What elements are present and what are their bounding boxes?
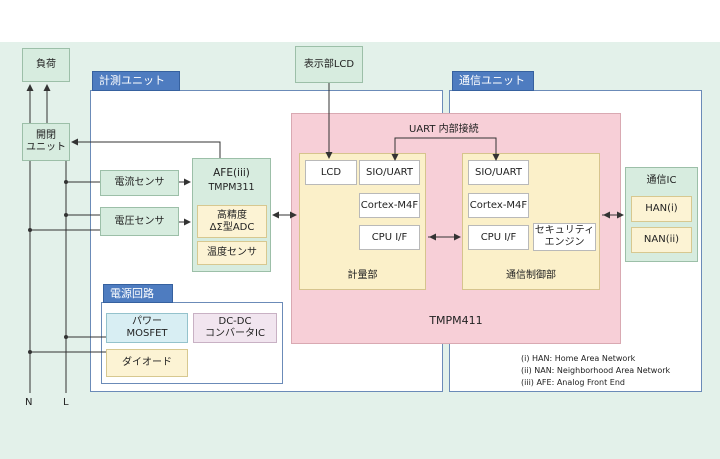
temp-sensor-label: 温度センサ [207, 247, 257, 258]
adc-label-1: 高精度 [217, 209, 247, 221]
comm-unit-tab: 通信ユニット [452, 71, 534, 91]
footnote-afe: (iii) AFE: Analog Front End [521, 378, 625, 387]
comm-sio-box: SIO/UART [468, 160, 529, 185]
display-lcd-box: 表示部LCD [295, 46, 363, 83]
comm-cortex-label: Cortex-M4F [469, 199, 528, 211]
voltage-sensor-label: 電圧センサ [114, 215, 165, 227]
live-line-label: L [63, 397, 69, 408]
comm-cortex-box: Cortex-M4F [468, 193, 529, 218]
display-lcd-label: 表示部LCD [303, 58, 355, 70]
uart-internal-label: UART 内部接続 [409, 124, 479, 135]
load-label: 負荷 [36, 59, 56, 70]
footnote-han: (i) HAN: Home Area Network [521, 354, 636, 363]
power-mosfet-label-2: MOSFET [126, 328, 168, 339]
metering-sio-label: SIO/UART [365, 166, 414, 178]
load-box: 負荷 [22, 48, 70, 82]
switch-unit-label-2: ユニット [26, 142, 66, 153]
security-engine-box: セキュリティ エンジン [533, 223, 596, 251]
comm-cpu-label: CPU I/F [480, 231, 517, 243]
metering-sio-box: SIO/UART [359, 160, 420, 185]
diode-label: ダイオード [122, 357, 172, 368]
han-label: HAN(i) [645, 203, 678, 214]
voltage-sensor-box: 電圧センサ [100, 207, 179, 236]
switch-unit-box: 開閉 ユニット [22, 123, 70, 161]
comm-sio-label: SIO/UART [474, 166, 523, 178]
security-engine-label-1: セキュリティ [534, 225, 595, 236]
nan-box: NAN(ii) [631, 227, 692, 253]
meter-unit-tab: 計測ユニット [92, 71, 180, 91]
tmpm411-label: TMPM411 [429, 314, 483, 327]
power-circuit-tab: 電源回路 [103, 284, 173, 303]
neutral-line-label: N [25, 397, 33, 408]
comm-ic-title: 通信IC [646, 175, 677, 186]
metering-lcd-label: LCD [320, 166, 342, 178]
dcdc-converter-label-1: DC-DC [218, 316, 252, 327]
han-box: HAN(i) [631, 196, 692, 222]
metering-cpu-box: CPU I/F [359, 225, 420, 250]
comm-cpu-box: CPU I/F [468, 225, 529, 250]
afe-chip: TMPM311 [208, 182, 255, 193]
afe-title: AFE(iii) [213, 167, 250, 179]
dcdc-converter-box: DC-DC コンバータIC [193, 313, 277, 343]
metering-cpu-label: CPU I/F [371, 231, 408, 243]
current-sensor-label: 電流センサ [114, 177, 165, 188]
diode-box: ダイオード [106, 349, 188, 377]
dcdc-converter-label-2: コンバータIC [205, 328, 265, 339]
metering-lcd-box: LCD [305, 160, 357, 185]
metering-label: 計量部 [347, 270, 378, 281]
adc-box: 高精度 ΔΣ型ADC [197, 205, 267, 238]
power-mosfet-box: パワー MOSFET [106, 313, 188, 343]
current-sensor-box: 電流センサ [100, 170, 179, 196]
comm-ctrl-label: 通信制御部 [506, 270, 556, 281]
footnote-nan: (ii) NAN: Neighborhood Area Network [521, 366, 671, 375]
security-engine-label-2: エンジン [544, 237, 585, 248]
power-mosfet-label-1: パワー [132, 316, 162, 327]
temp-sensor-box: 温度センサ [197, 241, 267, 265]
metering-cortex-box: Cortex-M4F [359, 193, 420, 218]
switch-unit-label-1: 開閉 [36, 130, 56, 141]
nan-label: NAN(ii) [643, 234, 680, 245]
adc-label-2: ΔΣ型ADC [209, 221, 255, 233]
metering-cortex-label: Cortex-M4F [360, 199, 419, 211]
